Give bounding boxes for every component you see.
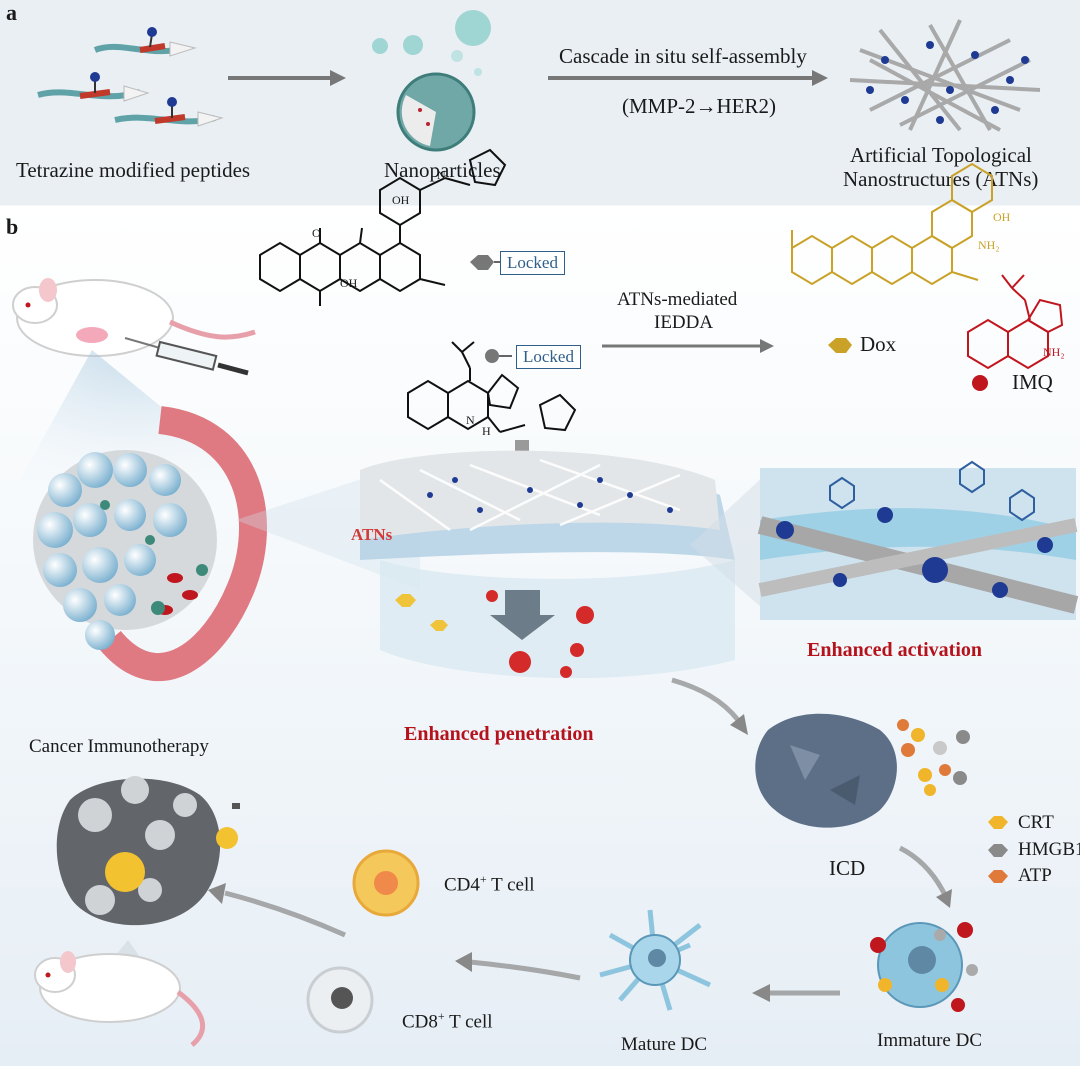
peptide-icon (93, 27, 197, 57)
mouse-icon (12, 278, 256, 357)
peptide-icon (37, 72, 150, 102)
locked-tag-imq: Locked (516, 345, 581, 369)
arrow-icon (228, 70, 346, 86)
nanoparticle-icon (372, 10, 491, 152)
imq-prodrug-structure (407, 341, 577, 433)
atom-label: N (466, 413, 475, 427)
immature-dc-icon (870, 922, 978, 1012)
arrow-icon (898, 845, 952, 908)
activation-zoom-icon (757, 460, 1079, 620)
imq-marker (972, 375, 988, 391)
treated-tumor-icon (56, 776, 240, 926)
syringe-icon (124, 337, 249, 376)
arrow-icon (602, 339, 774, 353)
legend-dots (988, 816, 1008, 883)
mouse-icon (34, 951, 205, 1047)
panel-b-label: b (6, 214, 19, 239)
dox-label: Dox (860, 332, 897, 356)
tetrazine-dots (866, 41, 1029, 124)
atns-label: ATNs (351, 525, 393, 544)
icd-label: ICD (829, 856, 866, 880)
reaction-label-line2: IEDDA (654, 312, 714, 333)
arrow-icon (455, 952, 581, 981)
cancer-immunotherapy-label: Cancer Immunotherapy (29, 736, 209, 757)
icd-cell-icon (755, 713, 970, 828)
panel-a-label: a (6, 0, 17, 25)
enhanced-activation-label: Enhanced activation (807, 639, 983, 661)
immature-dc-label: Immature DC (877, 1030, 983, 1051)
atom-label: N (437, 168, 446, 182)
dox-marker (828, 338, 852, 353)
mature-dc-label: Mature DC (621, 1034, 708, 1055)
assembly-label: Cascade in situ self-assembly (559, 44, 807, 68)
lock-marker (485, 349, 512, 363)
dox-prodrug-structure (259, 148, 507, 306)
atom-label: OH (392, 193, 410, 207)
cd8-t-cell-icon (306, 966, 374, 1034)
atom-label: O (312, 226, 321, 240)
cd8-t-cell-label: CD8+ T cell (402, 1009, 493, 1033)
atom-label: H (482, 424, 491, 438)
peptides-label: Tetrazine modified peptides (16, 158, 251, 182)
atn-label-line2: Nanostructures (ATNs) (843, 167, 1039, 191)
cd4-t-cell-label: CD4+ T cell (444, 872, 535, 896)
atom-label: NH₂ (978, 238, 1000, 252)
atom-label: NH₂ (1043, 345, 1065, 359)
cd4-t-cell-icon (352, 849, 420, 917)
legend-atp: ATP (1018, 865, 1052, 886)
tumor-vessel-icon (33, 406, 267, 682)
imq-label: IMQ (1012, 370, 1053, 394)
dox-structure (791, 162, 993, 286)
lock-marker (470, 255, 504, 270)
arrow-icon (208, 883, 347, 938)
nanoparticles-label: Nanoparticles (384, 158, 501, 182)
enhanced-penetration-label: Enhanced penetration (404, 723, 594, 745)
peptide-icon (114, 97, 224, 127)
legend-crt: CRT (1018, 812, 1054, 833)
imq-structure (967, 274, 1064, 370)
mature-dc-icon (599, 909, 712, 1011)
panel-a-graphics (37, 10, 1041, 152)
arrow-icon (752, 984, 840, 1002)
enzyme-label: (MMP-2→HER2) (622, 94, 777, 118)
atom-label: OH (340, 276, 358, 290)
legend-hmgb1: HMGB1 (1018, 839, 1080, 860)
locked-tag-dox: Locked (500, 251, 565, 275)
arrow-icon (671, 677, 748, 735)
atn-layer-icon (360, 440, 735, 679)
atn-label-line1: Artificial Topological (850, 143, 1032, 167)
arrow-icon (548, 70, 828, 86)
atom-label: OH (993, 210, 1011, 224)
reaction-label-line1: ATNs-mediated (617, 289, 738, 310)
